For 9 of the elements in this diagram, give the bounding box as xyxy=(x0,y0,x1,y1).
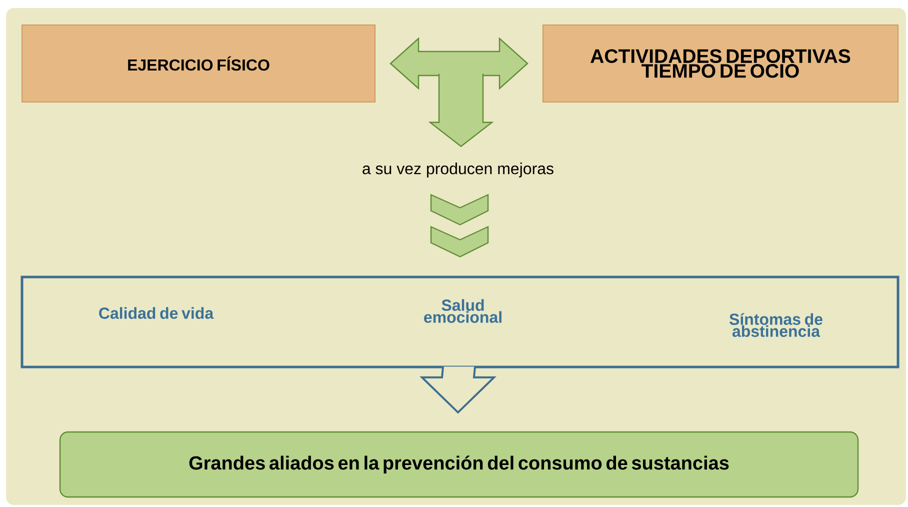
topic-box: ACTIVIDADES DEPORTIVAS TIEMPO DE OCIO xyxy=(542,24,898,102)
chevron-arrow xyxy=(430,194,489,258)
connector-text: a su vez producen mejoras xyxy=(362,162,554,178)
block-arrow xyxy=(390,37,528,90)
block-arrow xyxy=(428,73,494,148)
outcome-box: Calidad de vida Salud emocional Síntomas de abstinencia xyxy=(20,276,900,368)
outline-arrow xyxy=(420,366,496,414)
topic-box: EJERCICIO FÍSICO xyxy=(22,24,376,102)
conclusion-box: Grandes aliados en la prevención del consumo de sustancias xyxy=(59,431,859,498)
